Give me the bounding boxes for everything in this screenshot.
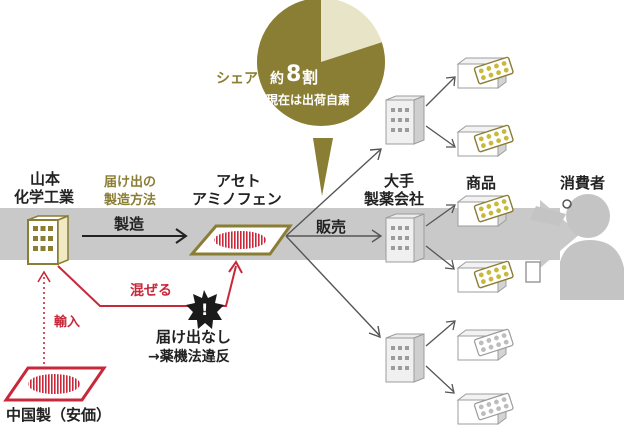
label-violation: →薬機法違反 [148, 349, 230, 365]
tablet-box-icon [456, 194, 514, 227]
label-share-note: 現在は出荷自粛 [266, 93, 351, 107]
building-icon [385, 95, 425, 145]
label-share-approx: 約 [270, 71, 284, 87]
tablet-box-icon [456, 260, 514, 293]
label-consumer: 消費者 [560, 174, 606, 192]
label-big-maker-line1: 大手 [384, 172, 415, 190]
label-share-value: 8 [286, 62, 302, 87]
label-method-line2: 製造方法 [104, 193, 157, 208]
pie-pointer [313, 138, 333, 196]
label-manufacture: 製造 [114, 215, 145, 233]
import-arrow [37, 270, 51, 364]
label-aceto-line1: アセト [216, 172, 261, 190]
building-icon [385, 213, 425, 263]
building-icon [27, 214, 69, 266]
share-pie [257, 0, 385, 196]
sale-arrows [285, 148, 383, 339]
manufacture-arrow [82, 228, 188, 244]
powder-pile-icon [3, 366, 107, 402]
warning-icon [186, 290, 224, 329]
pie-slice-share [257, 0, 385, 126]
building-icon [385, 333, 425, 383]
tablet-box-icon [456, 328, 514, 361]
label-china-made: 中国製（安価） [6, 406, 112, 424]
tablet-box-icon [456, 124, 514, 157]
tablet-box-icon [456, 392, 514, 425]
label-share-prefix: シェア [216, 71, 258, 87]
label-yamamoto-line2: 化学工業 [14, 188, 75, 206]
label-no-notice: 届け出なし [156, 328, 232, 346]
label-yamamoto-line1: 山本 [30, 170, 61, 188]
distribution-arrows [425, 76, 456, 394]
label-sale: 販売 [316, 218, 347, 236]
powder-pile-icon [188, 224, 293, 256]
mix-arrow [57, 260, 243, 307]
label-aceto-line2: アミノフェン [192, 190, 282, 208]
label-products: 商品 [466, 174, 497, 192]
person-drinking-icon [525, 194, 624, 300]
warning-mark: ! [201, 300, 209, 319]
label-import: 輸入 [54, 315, 81, 330]
label-share-unit: 割 [302, 68, 319, 87]
label-big-maker-line2: 製薬会社 [364, 190, 425, 208]
tablet-box-icon [456, 56, 514, 89]
label-method-line1: 届け出の [104, 175, 157, 190]
label-mix: 混ぜる [130, 283, 172, 299]
